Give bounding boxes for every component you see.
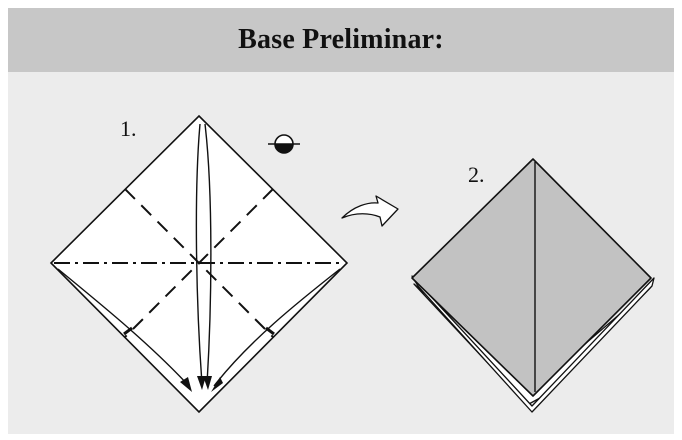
step-1-label: 1. (120, 116, 137, 141)
fold-left-corner-arrow (57, 268, 190, 387)
step-2: 2. (411, 158, 655, 413)
folding-diagram: 1. (49, 114, 655, 414)
edge-tick (123, 326, 133, 336)
step-1: 1. (49, 114, 349, 414)
step-2-label: 2. (468, 162, 485, 187)
turn-over-icon (268, 134, 300, 154)
fold-down-arrow (195, 123, 212, 385)
arrow-head (211, 377, 223, 392)
page-title: Base Preliminar: (238, 24, 444, 55)
arrow-head (180, 377, 192, 392)
fold-right-corner-arrow (213, 268, 341, 387)
arrow-head (197, 376, 206, 390)
diagram-panel: Base Preliminar: 1. (8, 8, 674, 434)
next-step-arrow-icon (341, 195, 399, 227)
title-bar: Base Preliminar: (8, 8, 674, 72)
arrow-head (203, 376, 212, 390)
preliminary-base-front (411, 158, 652, 397)
back-layer (411, 275, 655, 413)
